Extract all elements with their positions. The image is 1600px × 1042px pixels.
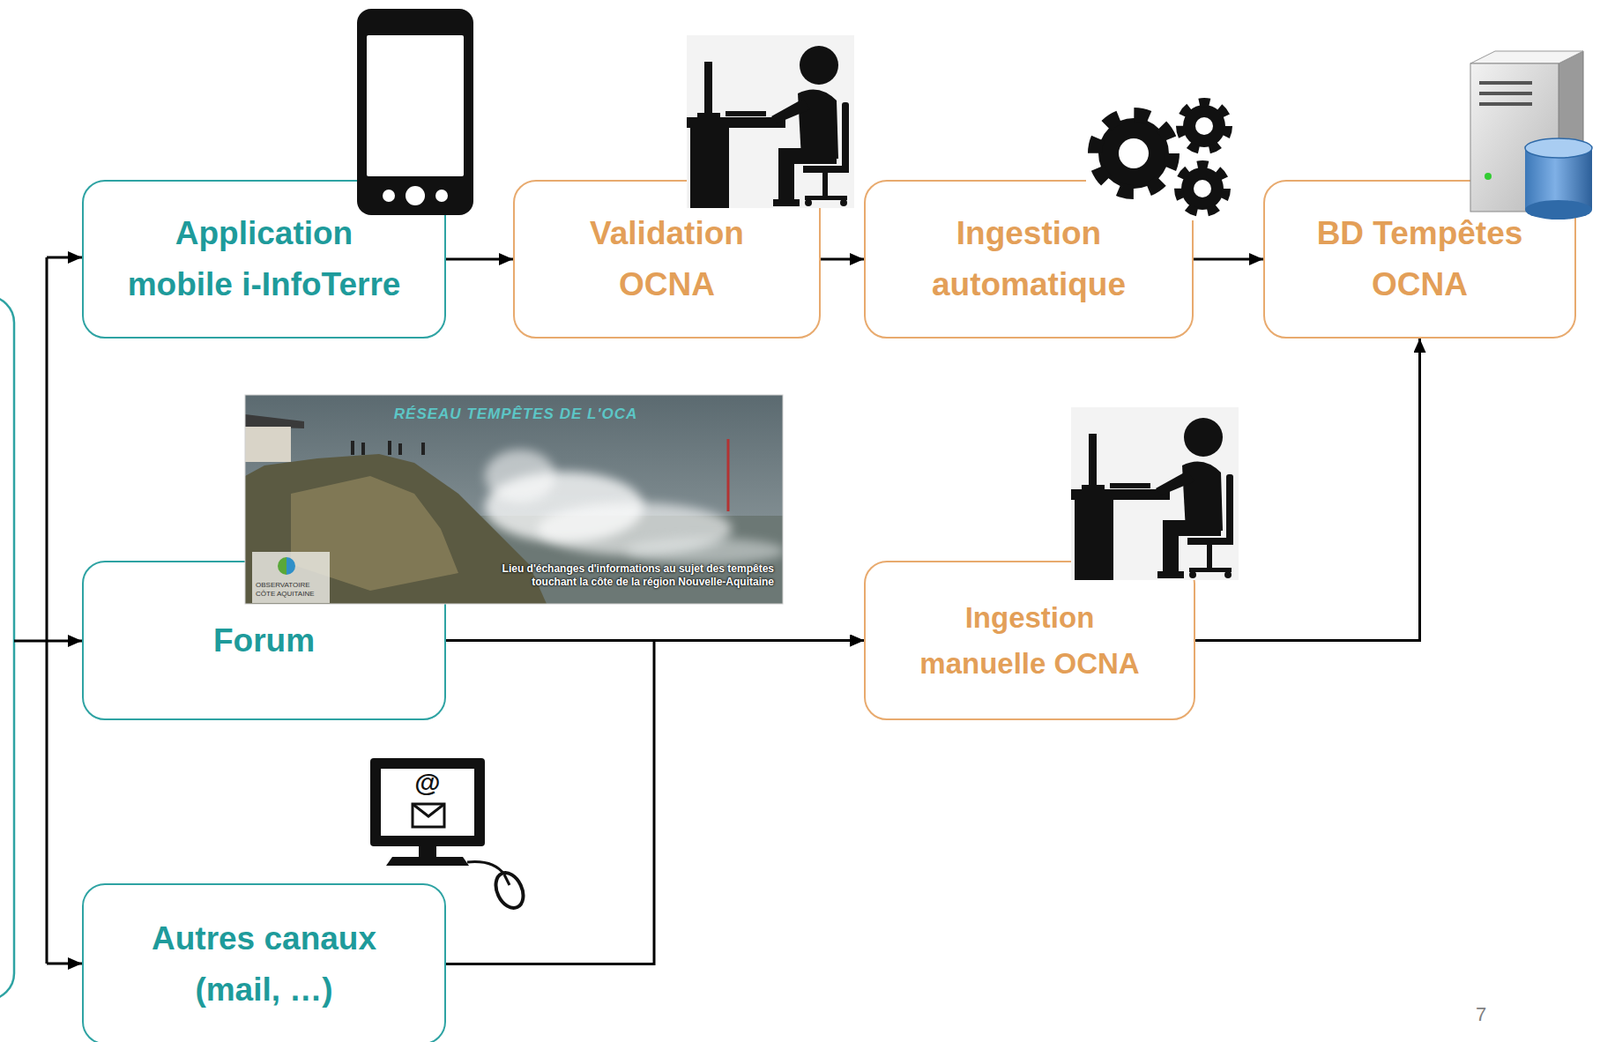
- logo-text: OBSERVATOIRE CÔTE AQUITAINE: [255, 580, 327, 599]
- flow-arrow: [1195, 338, 1421, 641]
- flow-arrow: [820, 258, 864, 261]
- channel-box: Application mobile i-InfoTerre: [81, 179, 447, 339]
- node-label: Ingestion manuelle OCNA: [879, 595, 1180, 687]
- flow-arrow: [446, 258, 514, 261]
- banner-title: RÉSEAU TEMPÊTES DE L'OCA: [370, 405, 662, 424]
- banner-caption: Lieu d'échanges d'informations au sujet …: [458, 562, 774, 589]
- forum-banner: [245, 394, 785, 604]
- flow-arrow: [1193, 258, 1264, 261]
- node-label: Forum: [213, 615, 315, 667]
- process-box: Validation OCNA: [513, 179, 821, 339]
- channel-box: Autres canaux (mail, …): [81, 883, 447, 1042]
- branch-wire: [14, 640, 47, 643]
- operator-icon: [1071, 407, 1239, 581]
- server-icon: [1470, 51, 1593, 220]
- source-panel: [0, 296, 15, 1000]
- branch-arrow: [46, 640, 82, 643]
- node-label: BD Tempêtes OCNA: [1287, 208, 1553, 311]
- node-label: Autres canaux (mail, …): [105, 913, 424, 1016]
- email-symbol: @: [401, 766, 454, 798]
- branch-arrow: [46, 256, 82, 260]
- flow-arrow: [446, 640, 864, 965]
- gears-icon: [1086, 95, 1236, 221]
- node-label: Validation OCNA: [557, 208, 778, 311]
- phone-icon: [357, 8, 474, 216]
- operator-icon: [686, 35, 855, 209]
- email-computer-icon: [370, 758, 529, 913]
- branch-arrow: [46, 962, 82, 966]
- process-box: Ingestion automatique: [863, 179, 1194, 339]
- connector-group: [446, 259, 1421, 965]
- flow-arrow: [446, 639, 864, 642]
- node-label: Ingestion automatique: [883, 208, 1175, 311]
- process-box: Ingestion manuelle OCNA: [863, 560, 1196, 721]
- page-number: 7: [1463, 1003, 1499, 1027]
- branch-wires: [14, 257, 82, 964]
- node-label: Application mobile i-InfoTerre: [105, 208, 424, 311]
- database-box: BD Tempêtes OCNA: [1263, 179, 1577, 339]
- branch-wire: [45, 257, 49, 964]
